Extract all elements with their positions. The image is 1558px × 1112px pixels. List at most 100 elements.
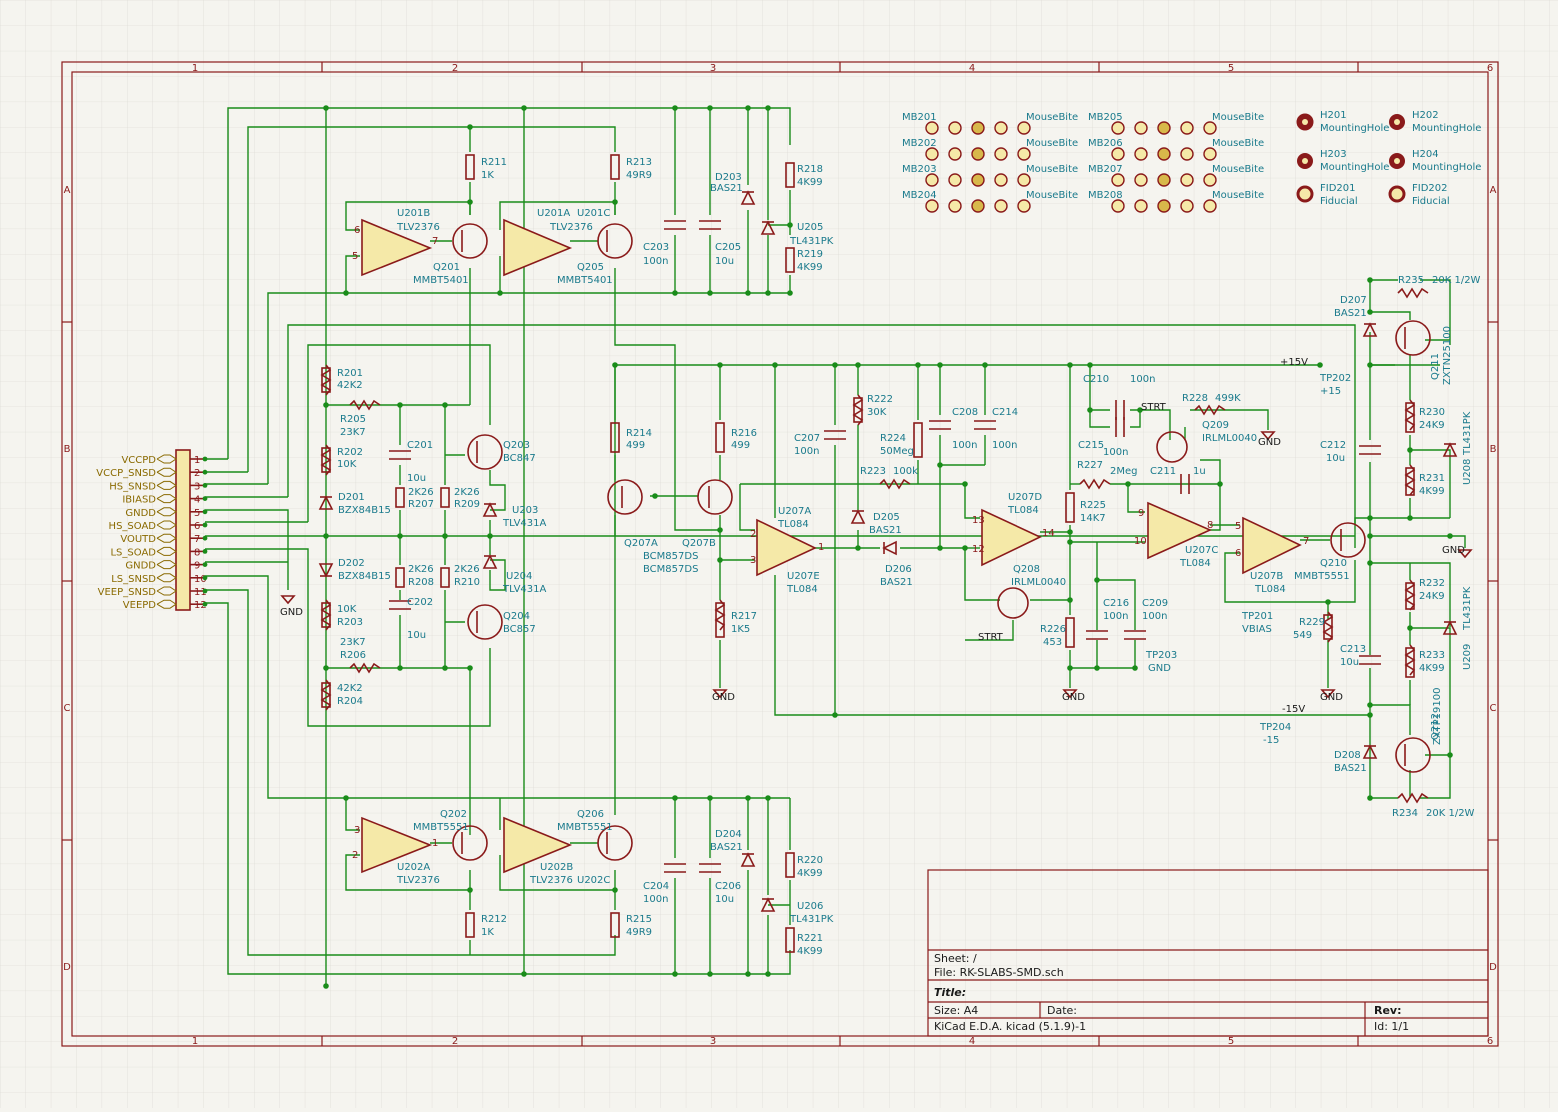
r219-value: 4K99 <box>797 262 823 273</box>
frame-row-label: D <box>1489 962 1497 973</box>
q202-value: MMBT5551 <box>413 822 469 833</box>
r225-value: 14K7 <box>1080 513 1106 524</box>
r219-ref: R219 <box>797 249 823 260</box>
r204-ref: R204 <box>337 696 363 707</box>
r215-ref: R215 <box>626 914 652 925</box>
frame-col-label: 5 <box>1228 63 1234 74</box>
r224-value: 50Meg <box>880 446 914 457</box>
hole-ref: FID202 <box>1412 183 1448 194</box>
r215-value: 49R9 <box>626 927 652 938</box>
r206-value: 23K7 <box>340 637 366 648</box>
mousebite-ref: MB207 <box>1088 164 1123 175</box>
u201c-ref: U201C <box>577 208 610 219</box>
opamp-u207d <box>981 508 1042 567</box>
c211-ref: C211 <box>1150 466 1176 477</box>
c212-ref: C212 <box>1320 440 1346 451</box>
hole-value: MountingHole <box>1320 162 1389 173</box>
title-sheet: Sheet: / <box>934 952 977 965</box>
tp203-value: GND <box>1148 663 1171 674</box>
r210-value: 2K26 <box>454 564 480 575</box>
q207b-value: BCM857DS <box>643 564 698 575</box>
mousebite-label: MouseBite <box>1212 112 1264 123</box>
r235-ref: R235 <box>1398 275 1424 286</box>
opamp-pin-number: 14 <box>1042 528 1055 539</box>
r231-ref: R231 <box>1419 473 1445 484</box>
q204-ref: Q204 <box>503 611 530 622</box>
connector-pin-label: VOUTD <box>120 534 156 545</box>
connector-pin-label: VCCPD <box>121 455 156 466</box>
q207a-ref: Q207A <box>624 538 658 549</box>
opamp-pin-number: 7 <box>432 236 438 247</box>
r201-ref: R201 <box>337 368 363 379</box>
d207-value: BAS21 <box>1334 308 1367 319</box>
transistor-q206 <box>597 825 633 861</box>
u201b-value: TLV2376 <box>396 222 440 233</box>
labels: U201BTLV2376U201ATLV2376U201CQ201MMBT540… <box>96 110 1481 957</box>
hole-ref: H203 <box>1320 149 1347 160</box>
opamp-u202b <box>503 816 573 874</box>
c207-value: 100n <box>794 446 819 457</box>
opamp-u207b <box>1242 516 1302 575</box>
c205-ref: C205 <box>715 242 741 253</box>
d204-ref: D204 <box>715 829 742 840</box>
r202-value: 10K <box>337 459 357 470</box>
r217-ref: R217 <box>731 611 757 622</box>
r216-value: 499 <box>731 440 750 451</box>
u205-value: TL431PK <box>789 236 834 247</box>
q211-ref: Q211 <box>1430 353 1441 380</box>
q209-ref: Q209 <box>1202 420 1229 431</box>
c208-value: 100n <box>952 440 977 451</box>
r230-ref: R230 <box>1419 407 1445 418</box>
q203-value: BC847 <box>503 453 536 464</box>
hole-value: MountingHole <box>1320 123 1389 134</box>
r223-value: 100k <box>893 466 918 477</box>
tp202-ref: TP202 <box>1319 373 1351 384</box>
opamp-pin-number: 9 <box>1138 508 1144 519</box>
q210-value: MMBT5551 <box>1294 571 1350 582</box>
u207a-ref: U207A <box>778 506 811 517</box>
connector-pin-number: 3 <box>194 481 200 492</box>
opamp-pin-number: 5 <box>352 251 358 262</box>
c201-value: 10u <box>407 473 426 484</box>
opamp-pin-number: 6 <box>1235 548 1241 559</box>
u207b-ref: U207B <box>1250 571 1283 582</box>
fiducial-fid202 <box>1388 185 1406 203</box>
opamp-u207a <box>756 518 817 577</box>
d206-value: BAS21 <box>880 577 913 588</box>
frame-row-label: B <box>64 444 71 455</box>
title-tool: KiCad E.D.A. kicad (5.1.9)-1 <box>934 1020 1086 1033</box>
r210-ref: R210 <box>454 577 480 588</box>
mosfet-q209 <box>1156 431 1188 463</box>
opamp-u201b <box>361 218 433 277</box>
q207a-value: BCM857DS <box>643 551 698 562</box>
u207b-value: TL084 <box>1254 584 1286 595</box>
u202a-ref: U202A <box>397 862 430 873</box>
connector-pin-number: 7 <box>194 534 200 545</box>
tp201-value: VBIAS <box>1242 624 1272 635</box>
r212-ref: R212 <box>481 914 507 925</box>
title-file: File: RK-SLABS-SMD.sch <box>934 966 1064 979</box>
r221-value: 4K99 <box>797 946 823 957</box>
symbols <box>175 154 1473 953</box>
u202a-value: TLV2376 <box>396 875 440 886</box>
mousebite-label: MouseBite <box>1026 138 1078 149</box>
mounting-holes <box>1296 113 1406 203</box>
q203-ref: Q203 <box>503 440 530 451</box>
mousebite-ref: MB204 <box>902 190 937 201</box>
r207-value: 2K26 <box>408 487 434 498</box>
opamp-pin-number: 10 <box>1134 536 1147 547</box>
tp202-value: +15 <box>1320 386 1341 397</box>
frame-col-label: 4 <box>969 63 975 74</box>
r205-value: 23K7 <box>340 427 366 438</box>
c216-ref: C216 <box>1103 598 1129 609</box>
hole-value: MountingHole <box>1412 162 1481 173</box>
ground-label: GND <box>1320 692 1343 703</box>
d207-ref: D207 <box>1340 295 1367 306</box>
r221-ref: R221 <box>797 933 823 944</box>
c202-ref: C202 <box>407 597 433 608</box>
hole-value: Fiducial <box>1320 196 1358 207</box>
d208-ref: D208 <box>1334 750 1361 761</box>
